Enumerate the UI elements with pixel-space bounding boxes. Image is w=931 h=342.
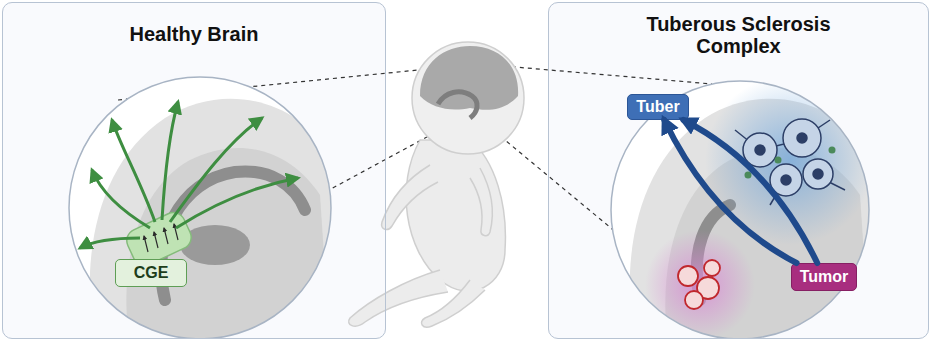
fetus-head bbox=[412, 42, 524, 154]
label-text: CGE bbox=[134, 264, 169, 282]
fetus-arm bbox=[382, 165, 438, 229]
giant-cell bbox=[743, 133, 777, 167]
tumor-cell bbox=[685, 291, 703, 309]
right-brain bbox=[630, 75, 885, 339]
progression-arrow bbox=[683, 120, 817, 263]
brain-inner bbox=[126, 148, 330, 339]
cell-nucleus bbox=[781, 175, 791, 185]
inset-outline bbox=[611, 81, 869, 339]
panel-box: Healthy BrainCGE bbox=[2, 2, 386, 339]
glial-cell bbox=[745, 172, 752, 179]
region-label: Tuber bbox=[627, 94, 689, 120]
left-inset bbox=[69, 77, 345, 339]
right-inset bbox=[611, 75, 885, 339]
inset-outline bbox=[69, 77, 331, 339]
panel-title: Tuberous Sclerosis Complex bbox=[631, 13, 846, 57]
panel-box: Tuberous Sclerosis ComplexTuberTumor bbox=[548, 2, 929, 339]
progression-arrow bbox=[664, 120, 796, 263]
label-text: Tuber bbox=[636, 98, 679, 116]
fetus-brain bbox=[420, 46, 518, 110]
fetus-arm bbox=[470, 168, 492, 236]
migration-arrow bbox=[176, 178, 298, 228]
cell-nucleus bbox=[755, 145, 765, 155]
fetus bbox=[349, 42, 524, 327]
cell-nucleus bbox=[813, 169, 823, 179]
region-label: Tumor bbox=[791, 263, 857, 291]
fetus-body bbox=[406, 140, 505, 291]
glial-cell bbox=[775, 157, 782, 164]
fetus-brainstem bbox=[438, 92, 477, 118]
migration-arrow bbox=[80, 238, 140, 248]
giant-cell bbox=[783, 119, 821, 157]
migration-arrow bbox=[162, 102, 178, 220]
glial-cells bbox=[745, 147, 836, 179]
small-arrow bbox=[154, 232, 158, 248]
cell-nucleus bbox=[797, 133, 807, 143]
region-label: CGE bbox=[115, 259, 187, 287]
left-brain bbox=[80, 99, 345, 339]
migration-arrow bbox=[92, 170, 150, 228]
small-arrow bbox=[164, 228, 168, 244]
migration-arrows bbox=[80, 102, 298, 248]
tumor-cells bbox=[678, 260, 720, 309]
giant-cell bbox=[803, 159, 833, 189]
giant-cell bbox=[770, 164, 802, 196]
migration-arrow bbox=[112, 120, 155, 222]
tumor-cell bbox=[678, 266, 698, 286]
small-arrow bbox=[144, 236, 148, 252]
glial-cell bbox=[829, 147, 836, 154]
tumor-cell bbox=[704, 260, 720, 276]
tumor-glow bbox=[645, 230, 755, 339]
tuber-glow bbox=[705, 75, 875, 245]
label-text: Tumor bbox=[800, 268, 849, 286]
panel-fill bbox=[548, 2, 929, 339]
fetus-leg bbox=[421, 280, 485, 327]
brain-section bbox=[90, 99, 345, 339]
panel-title: Healthy Brain bbox=[44, 23, 344, 45]
ganglionic-eminence bbox=[180, 225, 250, 265]
tuber-cells bbox=[735, 119, 845, 205]
